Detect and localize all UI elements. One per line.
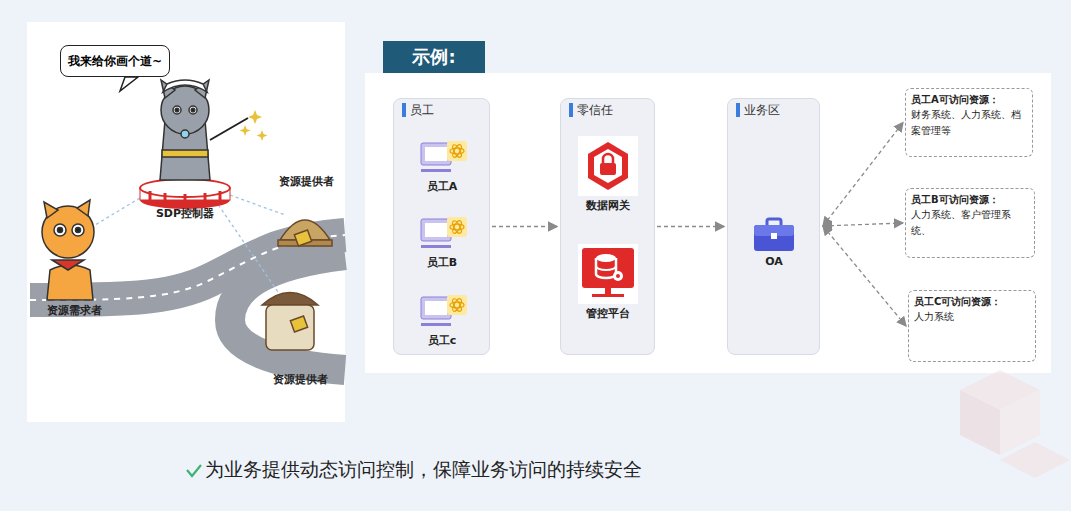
road	[230, 255, 345, 370]
node-text: 人力系统	[914, 309, 1030, 325]
caption-text: 为业务提供动态访问控制，保障业务访问的持续安全	[205, 457, 642, 483]
controller-cat	[160, 80, 248, 180]
node-text: 员工B	[404, 255, 480, 270]
resource-box: 员工C可访问资源：人力系统	[908, 290, 1036, 362]
icon-node: 管控平台	[571, 244, 645, 326]
dashed-arrow	[823, 226, 906, 326]
gateway-icon	[571, 136, 645, 196]
icon-node: OA	[744, 217, 804, 273]
zone-panel: 业务区 OA	[727, 98, 820, 355]
oa-icon	[744, 217, 804, 253]
speech-bubble: 我来给你画个道~	[60, 45, 170, 77]
node-text: 员工A	[404, 179, 480, 194]
zone-heading: 零信任	[569, 103, 613, 117]
bubble-tail	[120, 77, 138, 91]
title-text: 示例:	[383, 41, 485, 73]
node-text: 我来给你画个道~	[68, 53, 162, 70]
node-text: 财务系统、人力系统、档案管理等	[911, 107, 1027, 139]
zone-heading: 业务区	[736, 103, 780, 117]
icon-node: 员工B	[404, 217, 480, 277]
node-text: 管控平台	[571, 306, 645, 321]
part-label: 资源需求者	[47, 303, 102, 318]
node-text: 员工c	[404, 333, 480, 348]
title-tab	[383, 41, 485, 73]
part-label: SDP控制器	[156, 206, 214, 221]
monitor-icon	[404, 141, 480, 177]
zone-panel: 员工员工A 员工B 员工c	[393, 98, 490, 355]
resource-box: 员工A可访问资源：财务系统、人力系统、档案管理等	[905, 88, 1033, 157]
decor-cubes	[960, 370, 1070, 478]
dashed-arrow	[492, 226, 557, 227]
icon-node: 数据网关	[571, 136, 645, 216]
podium	[140, 179, 230, 209]
node-text: 员工A可访问资源：	[911, 93, 1027, 107]
control-links	[95, 195, 285, 295]
zone-heading: 员工	[402, 103, 434, 117]
monitor-icon	[404, 217, 480, 253]
dashed-arrow	[657, 226, 724, 227]
provider-hut	[278, 220, 332, 246]
resource-box: 员工B可访问资源：人力系统、客户管理系统、	[905, 188, 1035, 258]
icon-node: 员工A	[404, 141, 480, 201]
sparkles	[240, 110, 268, 141]
icon-node: 员工c	[404, 295, 480, 355]
check-mark	[187, 465, 201, 476]
dashed-arrow	[823, 223, 903, 226]
node-text: OA	[744, 255, 804, 268]
part-label: 资源提供者	[279, 174, 334, 189]
monitor-icon	[404, 295, 480, 331]
provider-hut	[262, 293, 318, 351]
part-label: 资源提供者	[273, 372, 328, 387]
node-text: 员工B可访问资源：	[911, 193, 1029, 207]
console-icon	[571, 244, 645, 304]
node-text: 员工C可访问资源：	[914, 295, 1030, 309]
dashed-arrow	[823, 123, 903, 227]
right-panel	[365, 73, 1051, 373]
node-text: 人力系统、客户管理系统、	[911, 207, 1029, 239]
left-panel	[27, 22, 345, 422]
zone-panel: 零信任数据网关管控平台	[560, 98, 655, 355]
node-text: 数据网关	[571, 198, 645, 213]
requester-cat	[42, 200, 94, 300]
